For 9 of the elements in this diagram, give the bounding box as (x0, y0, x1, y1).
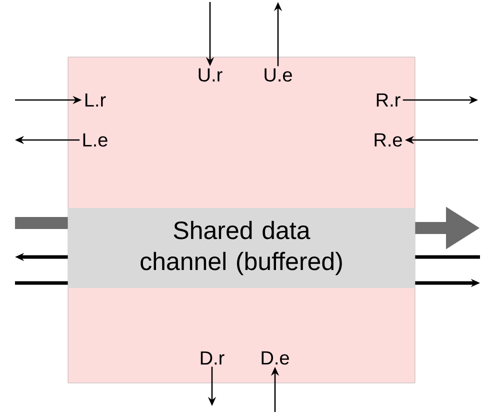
port-label: U.e (264, 68, 292, 82)
port-label: D.e (262, 351, 289, 365)
port-label: U.r (198, 68, 222, 82)
channel-band: Shared data channel (buffered) (68, 208, 415, 288)
port-label: L.r (85, 93, 106, 107)
port-label: R.r (376, 93, 400, 107)
port-label: L.e (83, 133, 108, 147)
port-label: R.e (374, 133, 402, 147)
port-label: D.r (200, 351, 224, 365)
